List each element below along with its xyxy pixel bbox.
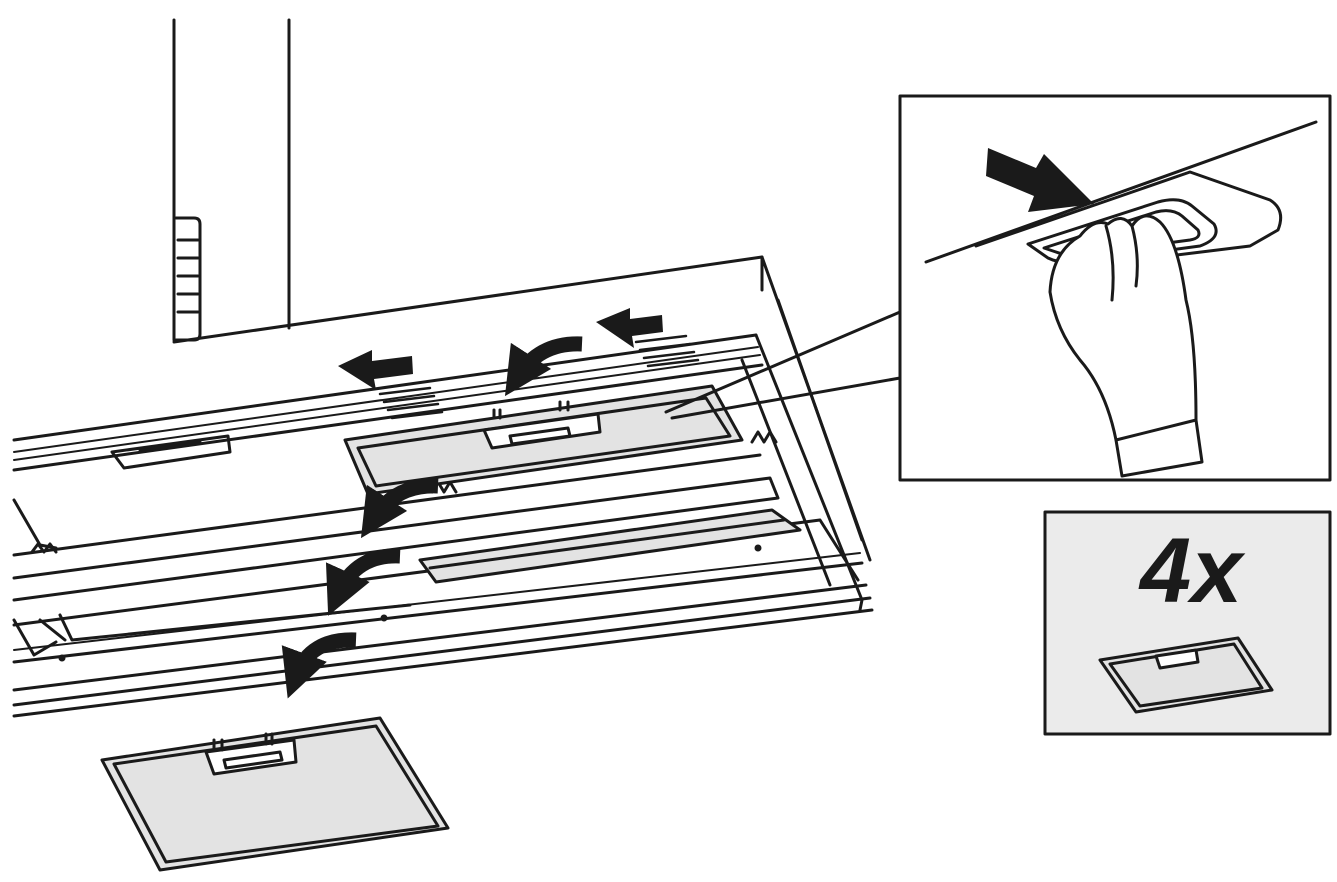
swing-arrow-3-icon [281, 632, 357, 699]
press-arrow-icon [986, 148, 1094, 212]
direction-arrows [338, 148, 1094, 390]
cooker-hood [12, 255, 874, 718]
detail-callout-box [898, 94, 1332, 482]
tilt-arrow-icon [504, 336, 583, 397]
removed-filter [100, 716, 450, 872]
swing-arrow-1-icon [360, 478, 439, 539]
swing-arrow-2-icon [325, 548, 401, 616]
quantity-callout-box [1043, 510, 1332, 736]
wall-cabinet [172, 18, 291, 342]
filter-in-hood-top [343, 384, 744, 496]
motion-hatch-marks [378, 334, 700, 420]
up-arrow-left-icon [338, 350, 413, 390]
filter-in-hood-bottom [418, 508, 802, 584]
quantity-label: 4x [1138, 520, 1246, 622]
callout-leader-lines [664, 310, 902, 420]
up-arrow-right-icon [596, 308, 663, 348]
